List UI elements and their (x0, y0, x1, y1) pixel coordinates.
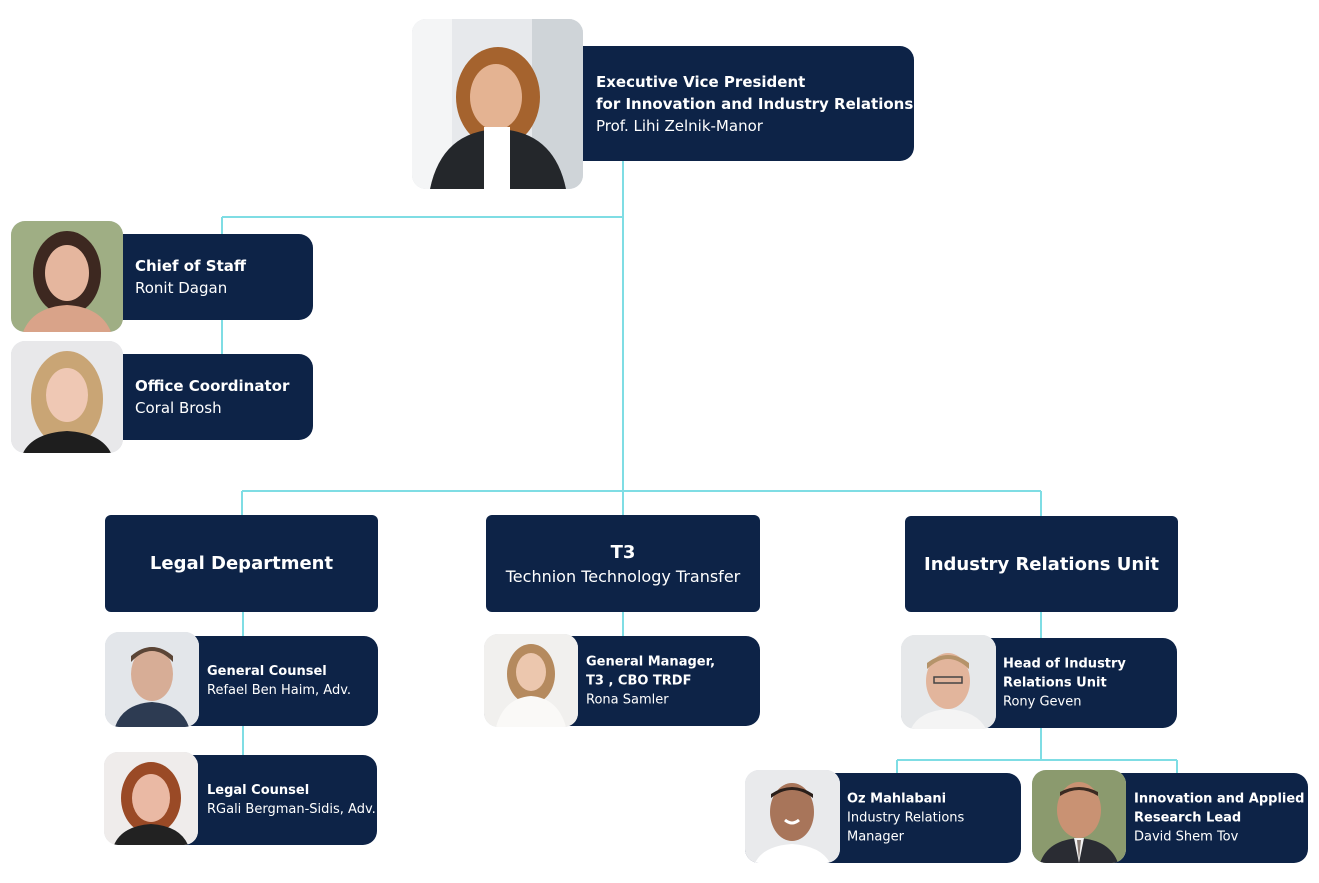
t3-department-subtitle: Technion Technology Transfer (505, 566, 741, 586)
legal-counsel-name: RGali Bergman-Sidis, Adv. (207, 802, 376, 817)
industry-manager-photo (745, 770, 840, 863)
office-coordinator-photo (11, 341, 123, 453)
executive-title: Executive Vice President for Innovation … (596, 72, 914, 113)
industry-department-title: Industry Relations Unit (924, 553, 1159, 575)
industry-manager-role: Industry Relations Manager (847, 810, 965, 845)
office-coordinator-title: Office Coordinator (135, 377, 290, 395)
general-counsel-name: Refael Ben Haim, Adv. (207, 683, 352, 698)
office-coordinator-name: Coral Brosh (135, 399, 222, 417)
t3-manager-name: Rona Samler (586, 692, 669, 708)
legal-department-title: Legal Department (149, 553, 334, 574)
legal-counsel-photo (104, 752, 198, 845)
general-counsel-title: General Counsel (207, 664, 327, 679)
industry-department-box: Industry Relations Unit (905, 516, 1178, 612)
industry-head-name: Rony Geven (1003, 694, 1082, 710)
executive-photo (412, 19, 583, 189)
t3-manager-title: General Manager, T3 , CBO TRDF (586, 654, 716, 689)
chief-of-staff-title: Chief of Staff (135, 257, 247, 275)
t3-department-box: T3 Technion Technology Transfer (486, 515, 760, 612)
industry-head-title: Head of Industry Relations Unit (1003, 656, 1126, 691)
chief-of-staff-name: Ronit Dagan (135, 279, 228, 297)
legal-department-box: Legal Department (105, 515, 378, 612)
research-lead-photo (1032, 770, 1126, 863)
industry-head-photo (901, 635, 996, 729)
research-lead-title: Innovation and Applied Research Lead (1134, 791, 1305, 826)
executive-name: Prof. Lihi Zelnik-Manor (596, 116, 763, 135)
chief-of-staff-photo (11, 221, 123, 332)
t3-department-title: T3 (610, 541, 636, 563)
research-lead-name: David Shem Tov (1134, 829, 1239, 845)
general-counsel-photo (105, 632, 199, 727)
legal-counsel-title: Legal Counsel (207, 783, 310, 798)
industry-manager-name: Oz Mahlabani (847, 791, 947, 807)
t3-manager-photo (484, 634, 578, 727)
